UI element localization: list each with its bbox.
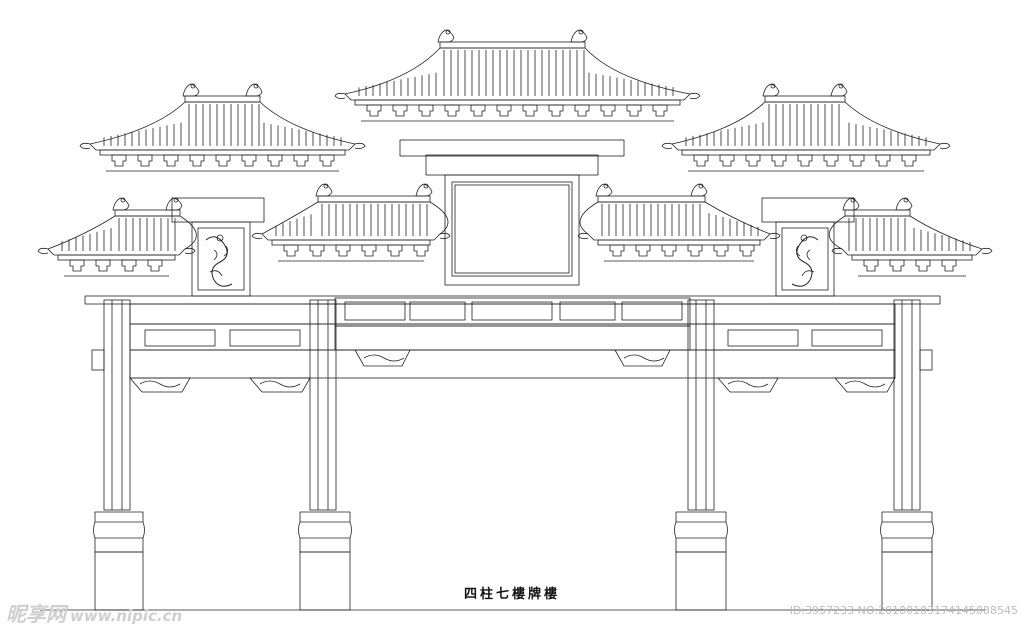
dragon-panel-right bbox=[775, 221, 835, 297]
main-beam bbox=[84, 295, 941, 379]
roof-lower-right-mid bbox=[577, 183, 781, 262]
watermark-url: www.nipic.cn bbox=[70, 607, 183, 625]
drawing-caption: 四柱七樓牌樓 bbox=[463, 587, 560, 602]
watermark-id: ID:3957233 NO:20100103174145088545 bbox=[789, 604, 1018, 617]
column-2 bbox=[298, 299, 352, 611]
upper-right-plinth bbox=[761, 197, 855, 223]
roof-lower-left-mid bbox=[251, 183, 451, 262]
center-plinth bbox=[399, 139, 625, 157]
roof-end-left bbox=[37, 197, 197, 277]
central-plaque bbox=[425, 154, 599, 286]
column-1 bbox=[93, 299, 145, 611]
carved-brackets bbox=[91, 349, 933, 393]
roof-tiers bbox=[37, 29, 993, 277]
roof-end-right bbox=[828, 197, 993, 277]
upper-left-plinth bbox=[171, 197, 265, 223]
roof-center-top bbox=[334, 29, 701, 122]
dragon-panel-left bbox=[191, 221, 251, 297]
column-4 bbox=[880, 299, 934, 611]
roof-upper-right bbox=[661, 83, 951, 172]
columns bbox=[93, 299, 934, 611]
watermark-brand: 昵享网 bbox=[6, 602, 66, 626]
roof-upper-left bbox=[79, 83, 366, 172]
column-3 bbox=[674, 299, 728, 611]
